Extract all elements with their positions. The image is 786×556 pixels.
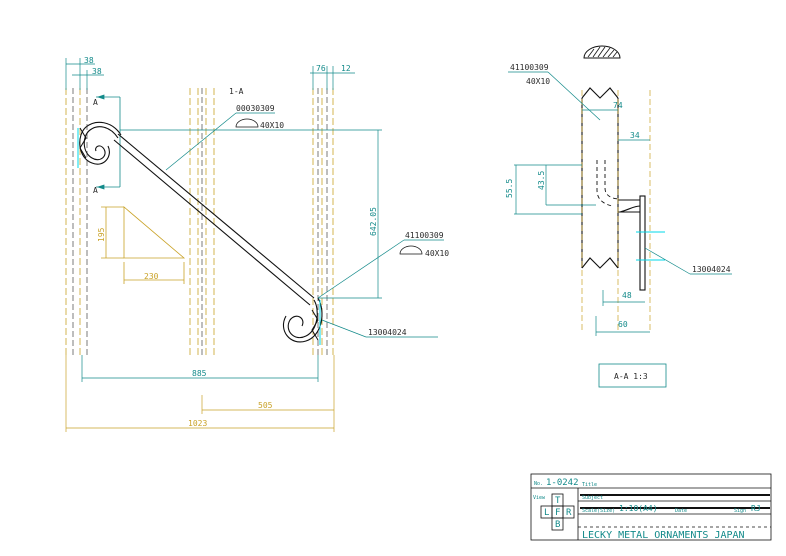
dim-bracket-width: 230 bbox=[144, 272, 159, 281]
section-letter-bottom: A bbox=[93, 186, 98, 195]
tb-subject-label: Subject bbox=[582, 495, 603, 501]
dim-span: 885 bbox=[192, 369, 207, 378]
dim-right-offset: 505 bbox=[258, 401, 273, 410]
section-bar-part: 41100309 bbox=[510, 63, 549, 72]
mount-marks bbox=[79, 127, 319, 341]
lower-part-number: 41100309 bbox=[405, 231, 444, 240]
tb-no-label: No. bbox=[534, 481, 543, 487]
section-bar bbox=[581, 87, 619, 269]
section-bar-callout bbox=[508, 71, 601, 121]
section-cut-line bbox=[96, 94, 121, 190]
tb-company: LECKY METAL ORNAMENTS JAPAN bbox=[582, 530, 745, 541]
arm-callout bbox=[165, 112, 275, 171]
tb-view-l: L bbox=[544, 508, 549, 518]
section-caption-box bbox=[598, 363, 667, 388]
dim-bracket-height: 195 bbox=[97, 227, 106, 242]
dim-top-left-outer: 38 bbox=[84, 56, 94, 65]
bracket-arm bbox=[79, 121, 323, 343]
dim-505-line bbox=[201, 355, 335, 414]
tb-view-t: T bbox=[555, 496, 561, 506]
dim-top-right-inner: 12 bbox=[341, 64, 351, 73]
tb-view-label: View bbox=[533, 495, 546, 501]
section-bar-icon bbox=[583, 45, 621, 59]
section-bar-size: 40X10 bbox=[526, 77, 550, 86]
bracket-triangle bbox=[101, 206, 186, 284]
cyan-accents-front bbox=[77, 128, 321, 345]
lower-size: 40X10 bbox=[425, 249, 449, 258]
tb-view-f: F bbox=[555, 508, 560, 518]
section-dim-top-width: 74 bbox=[613, 101, 623, 110]
section-tube bbox=[618, 195, 646, 291]
scroll-part-number: 13004024 bbox=[368, 328, 407, 337]
tb-scale: 1:10(A4) bbox=[619, 504, 658, 513]
tb-sign-label: Sign bbox=[734, 508, 746, 514]
dim-top-right-outer: 76 bbox=[316, 64, 326, 73]
title-block bbox=[530, 473, 772, 541]
tb-scale-label: Scale(Size) bbox=[582, 508, 615, 514]
section-caption: A-A 1:3 bbox=[614, 372, 648, 381]
section-plate-callout bbox=[644, 247, 732, 275]
lower-callout bbox=[317, 239, 444, 299]
tb-view-r: R bbox=[566, 508, 572, 518]
tb-date-label: Date bbox=[675, 508, 687, 514]
tb-title-label: Title bbox=[582, 482, 597, 488]
reference-lines bbox=[65, 88, 334, 355]
dim-top-left-inner: 38 bbox=[92, 67, 102, 76]
top-left-dims bbox=[65, 58, 104, 90]
cyan-accents-section bbox=[636, 231, 665, 261]
tb-view-b: B bbox=[555, 520, 560, 530]
dim-vertical-drop: 642.05 bbox=[369, 207, 378, 236]
section-dim-right-offset: 34 bbox=[630, 131, 640, 140]
section-dim-plate-offset: 48 bbox=[622, 291, 632, 300]
section-letter-top: A bbox=[93, 98, 98, 107]
section-plate-part: 13004024 bbox=[692, 265, 731, 274]
section-dim-inner-height: 43.5 bbox=[537, 171, 546, 190]
tb-sign: RJ bbox=[751, 504, 761, 513]
title-block-rules bbox=[580, 494, 770, 509]
arm-size: 40X10 bbox=[260, 121, 284, 130]
reference-lines-dark bbox=[72, 88, 328, 355]
section-mark: 1-A bbox=[229, 87, 244, 96]
top-right-dims bbox=[310, 66, 355, 90]
dim-1023-line bbox=[65, 355, 335, 432]
section-hidden-lines bbox=[596, 160, 619, 207]
section-dim-outer-height: 55.5 bbox=[505, 179, 514, 198]
section-dim-bottom-width: 60 bbox=[618, 320, 628, 329]
section-dashed-guides bbox=[581, 90, 651, 330]
section-dims bbox=[514, 109, 650, 336]
arm-part-number: 00030309 bbox=[236, 104, 275, 113]
scroll-callout bbox=[321, 319, 438, 338]
dim-885-line bbox=[81, 355, 319, 382]
dim-overall: 1023 bbox=[188, 419, 207, 428]
tb-number: 1-0242 bbox=[546, 478, 579, 488]
vertical-dim-642 bbox=[120, 129, 382, 299]
